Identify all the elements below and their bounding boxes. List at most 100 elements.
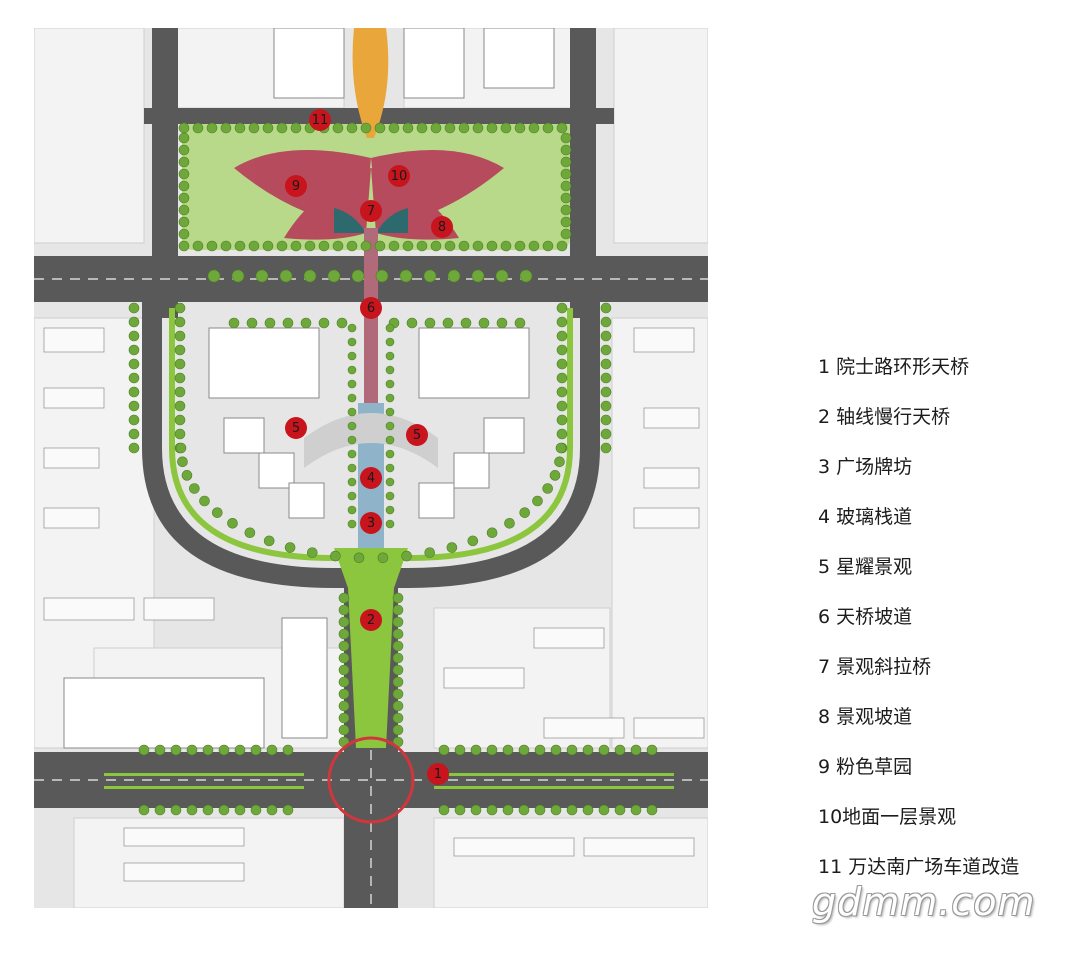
tree-canopy bbox=[347, 365, 357, 375]
tree-canopy bbox=[202, 744, 214, 756]
tree-canopy bbox=[532, 495, 543, 507]
tree-canopy bbox=[430, 122, 442, 134]
tree-canopy bbox=[207, 269, 221, 283]
tree-canopy bbox=[227, 518, 238, 529]
tree-canopy bbox=[600, 344, 612, 356]
tree-canopy bbox=[178, 216, 190, 228]
tree-canopy bbox=[128, 386, 140, 398]
tree-canopy bbox=[178, 228, 190, 240]
tree-canopy bbox=[555, 442, 567, 454]
lane-markings bbox=[34, 278, 708, 908]
tree-canopy bbox=[630, 744, 642, 756]
map-marker-5: 5 bbox=[406, 424, 428, 446]
tree-canopy bbox=[500, 240, 512, 252]
tree-canopy bbox=[266, 804, 278, 816]
tree-canopy bbox=[262, 240, 274, 252]
tree-canopy bbox=[406, 317, 418, 329]
tree-canopy bbox=[566, 804, 578, 816]
median-strips bbox=[104, 773, 674, 789]
tree-canopy bbox=[306, 547, 318, 558]
tree-canopy bbox=[454, 804, 466, 816]
tree-canopy bbox=[385, 337, 395, 347]
marker-circle bbox=[360, 512, 382, 534]
map-marker-9: 9 bbox=[285, 175, 307, 197]
marker-circle bbox=[309, 109, 331, 131]
tree-canopy bbox=[556, 358, 568, 370]
tree-canopy bbox=[542, 483, 553, 494]
tree-canopy bbox=[385, 477, 395, 487]
tree-canopy bbox=[560, 132, 572, 144]
tree-canopy bbox=[495, 269, 509, 283]
tree-canopy bbox=[234, 804, 246, 816]
tree-canopy bbox=[338, 616, 350, 628]
tree-canopy bbox=[138, 804, 150, 816]
tree-canopy bbox=[279, 269, 293, 283]
tree-canopy bbox=[444, 240, 456, 252]
tree-canopy bbox=[504, 518, 515, 529]
tree-canopy bbox=[496, 317, 508, 329]
ring-bridge bbox=[327, 736, 415, 824]
tree-canopy bbox=[128, 400, 140, 412]
tree-canopy bbox=[556, 428, 568, 440]
tree-canopy bbox=[154, 744, 166, 756]
tree-canopy bbox=[175, 442, 187, 454]
tree-canopy bbox=[255, 269, 269, 283]
tree-canopy bbox=[614, 804, 626, 816]
tree-canopy bbox=[174, 344, 186, 356]
marker-circle bbox=[360, 297, 382, 319]
tree-canopy bbox=[614, 744, 626, 756]
tree-canopy bbox=[178, 168, 190, 180]
marker-circle bbox=[388, 165, 410, 187]
tree-canopy bbox=[263, 535, 275, 547]
tree-canopy bbox=[338, 604, 350, 616]
tree-canopy bbox=[206, 240, 218, 252]
tree-canopies bbox=[128, 122, 658, 816]
tree-canopy bbox=[178, 204, 190, 216]
tree-canopy bbox=[528, 122, 540, 134]
tree-canopy bbox=[442, 317, 454, 329]
tree-canopy bbox=[174, 316, 186, 328]
tree-canopy bbox=[228, 317, 240, 329]
tree-canopy bbox=[282, 744, 294, 756]
marker-label: 5 bbox=[413, 428, 421, 443]
tree-canopy bbox=[178, 180, 190, 192]
marker-label: 10 bbox=[391, 169, 408, 184]
tree-canopy bbox=[304, 240, 316, 252]
tree-canopy bbox=[556, 414, 568, 426]
tree-canopy bbox=[128, 358, 140, 370]
tree-canopy bbox=[189, 483, 200, 494]
map-marker-7: 7 bbox=[360, 200, 382, 222]
map-marker-8: 8 bbox=[431, 216, 453, 238]
marker-label: 6 bbox=[367, 301, 375, 316]
map-marker-10: 10 bbox=[388, 165, 410, 187]
tree-canopy bbox=[392, 628, 404, 640]
north-ribbon-bridge bbox=[352, 28, 389, 138]
tree-canopy bbox=[600, 302, 612, 314]
building-footprints bbox=[63, 28, 555, 749]
tree-canopy bbox=[486, 122, 498, 134]
tree-canopy bbox=[375, 269, 389, 283]
tree-canopy bbox=[399, 269, 413, 283]
legend-item-7: 7 景观斜拉桥 bbox=[818, 656, 932, 678]
tree-canopy bbox=[385, 463, 395, 473]
tree-canopy bbox=[542, 240, 554, 252]
tree-canopy bbox=[128, 414, 140, 426]
tree-canopy bbox=[250, 744, 262, 756]
tree-canopy bbox=[347, 463, 357, 473]
tree-canopy bbox=[218, 744, 230, 756]
tree-canopy bbox=[347, 407, 357, 417]
tree-canopy bbox=[347, 337, 357, 347]
tree-canopy bbox=[549, 470, 561, 481]
tree-canopy bbox=[600, 428, 612, 440]
tree-canopy bbox=[486, 804, 498, 816]
tree-canopy bbox=[424, 547, 436, 558]
tree-canopy bbox=[423, 269, 437, 283]
tree-canopy bbox=[282, 317, 294, 329]
tree-canopy bbox=[560, 216, 572, 228]
tree-canopy bbox=[556, 122, 568, 134]
tree-canopy bbox=[338, 676, 350, 688]
tree-canopy bbox=[266, 744, 278, 756]
tree-canopy bbox=[472, 122, 484, 134]
tree-canopy bbox=[178, 132, 190, 144]
